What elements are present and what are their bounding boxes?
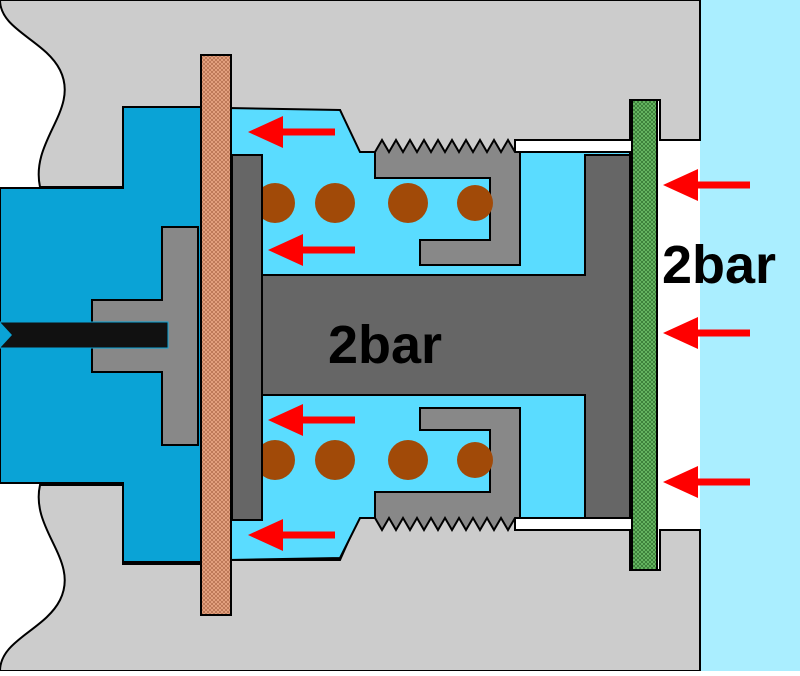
outer-pressure-label: 2bar [662, 235, 776, 295]
arrow-left-icon [248, 116, 335, 148]
inner-pressure-label: 2bar [328, 315, 442, 375]
housing-top [0, 0, 701, 188]
spring-coil [255, 183, 295, 223]
spring-coil [457, 185, 493, 221]
spring-coil [255, 440, 295, 480]
threaded-ring-bottom [374, 407, 521, 532]
arrow-left-icon [268, 404, 355, 436]
spring-coil [388, 183, 428, 223]
green-membrane [631, 99, 658, 571]
arrow-left-icon [663, 317, 750, 349]
left-backing-plate [231, 154, 263, 521]
arrow-left-icon [663, 466, 750, 498]
threaded-ring-top [374, 138, 521, 266]
housing-bottom [0, 484, 701, 672]
piston [261, 154, 631, 519]
cable-end [0, 322, 12, 348]
cable [0, 321, 169, 349]
arrow-left-icon [248, 519, 335, 551]
copper-membrane [200, 54, 232, 616]
arrow-left-icon [268, 234, 355, 266]
spring-coil [315, 440, 355, 480]
spring-coil [315, 183, 355, 223]
spring-coil [457, 442, 493, 478]
spring-coil [388, 440, 428, 480]
arrow-left-icon [663, 169, 750, 201]
